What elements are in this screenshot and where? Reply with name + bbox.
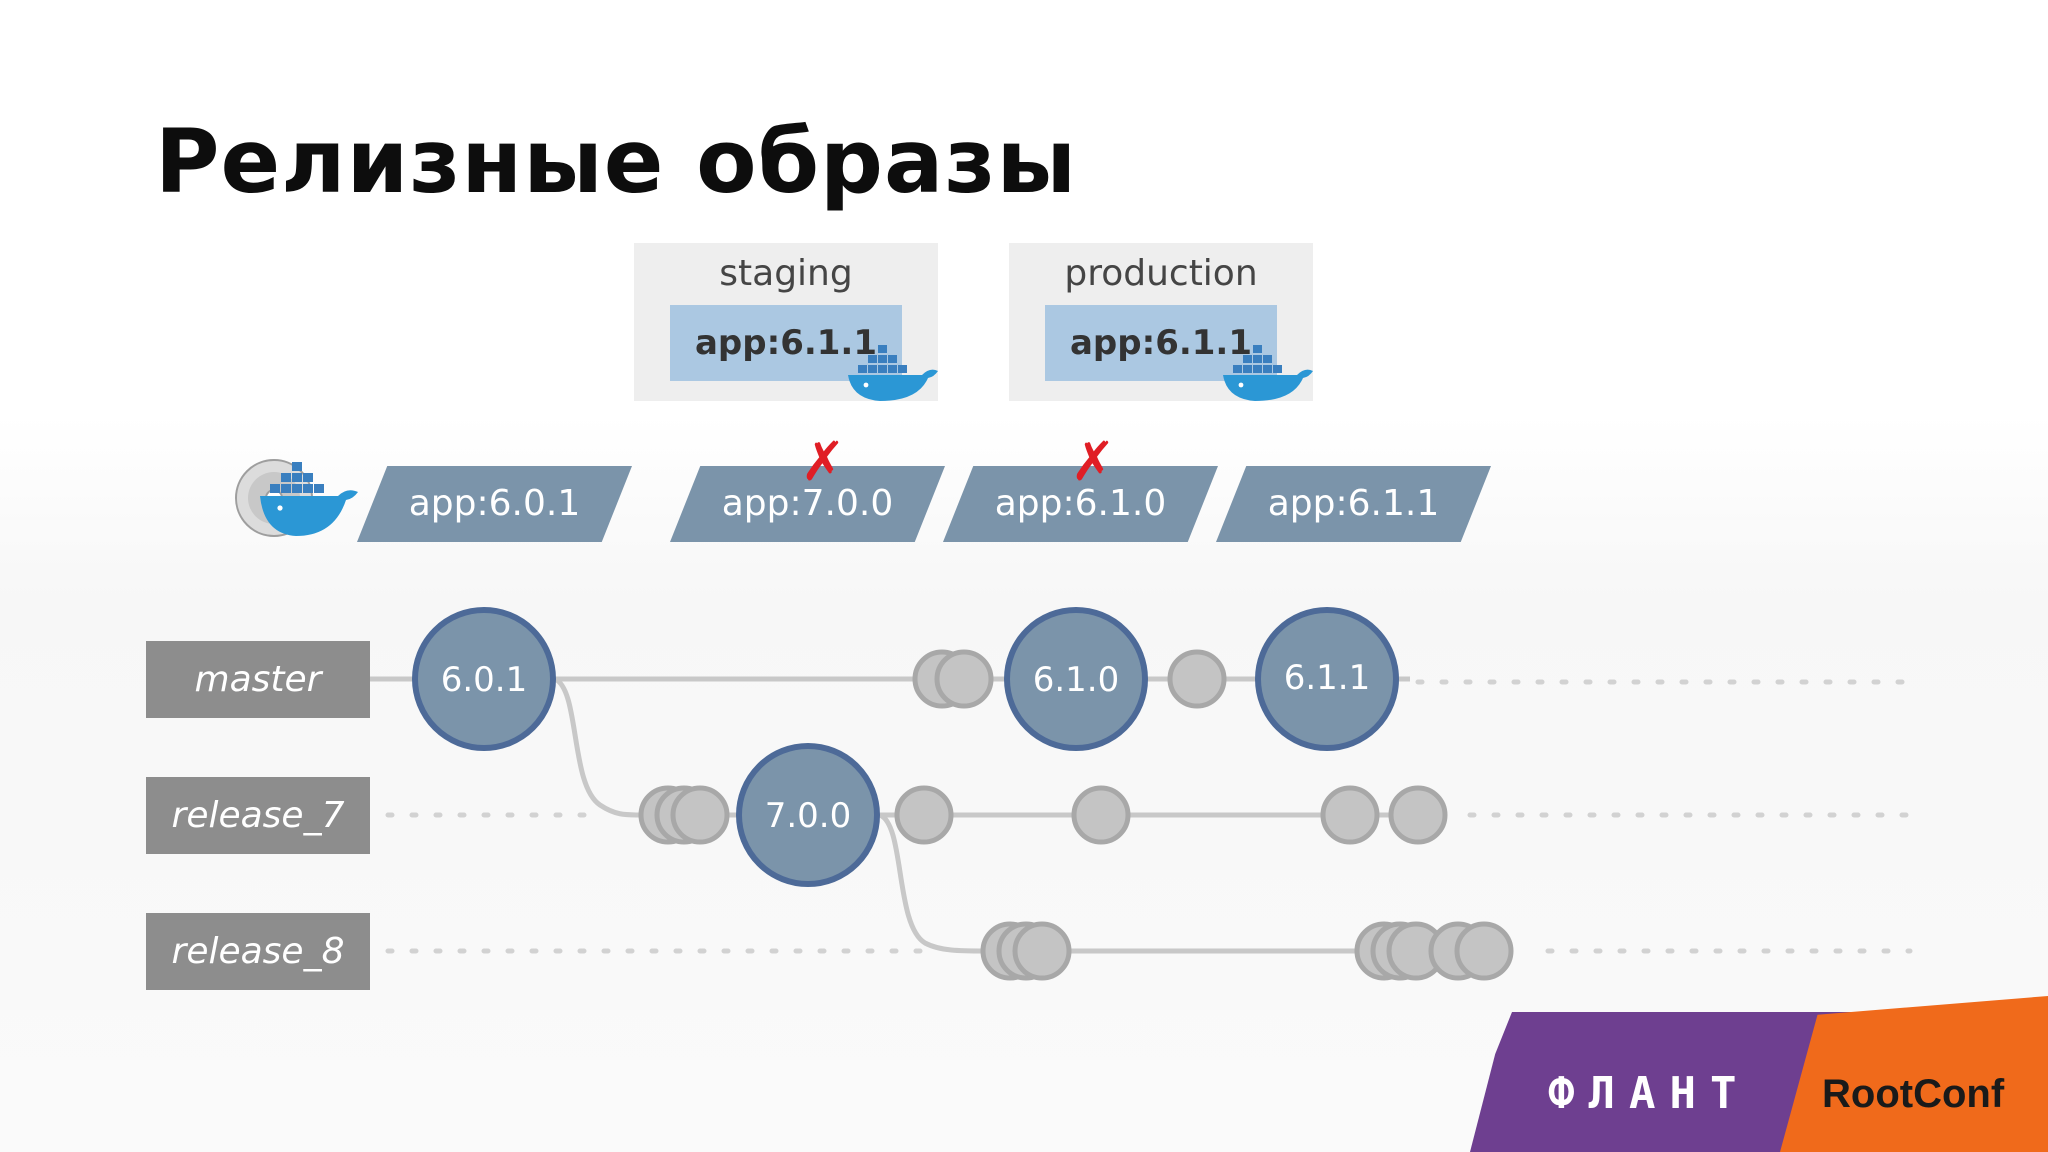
docker-registry-icon bbox=[235, 459, 358, 537]
docker-whale-icon bbox=[1223, 345, 1313, 401]
tag-label: app:6.0.1 bbox=[408, 483, 581, 524]
commit bbox=[894, 785, 954, 845]
release-label: 7.0.0 bbox=[765, 796, 852, 836]
tag-label: app:7.0.0 bbox=[721, 483, 894, 524]
env-production: production app:6.1.1 bbox=[1009, 243, 1313, 401]
commit bbox=[1454, 921, 1514, 981]
commit bbox=[1388, 785, 1448, 845]
registry-tag: app:7.0.0 bbox=[670, 466, 945, 542]
tag-background bbox=[357, 466, 632, 542]
branch-label-release-7: release_7 bbox=[146, 777, 370, 854]
registry-tag: app:6.1.1 bbox=[1216, 466, 1491, 542]
registry-tag: app:6.1.0 bbox=[943, 466, 1218, 542]
env-staging-label: staging bbox=[719, 253, 853, 294]
branch-label-release-8: release_8 bbox=[146, 913, 370, 990]
env-production-label: production bbox=[1064, 253, 1258, 294]
docker-whale-icon bbox=[848, 345, 938, 401]
release-label: 6.0.1 bbox=[441, 660, 528, 700]
slide-title: Релизные образы bbox=[155, 110, 1078, 213]
commit bbox=[1320, 785, 1380, 845]
removed-cross-icon: ✗ bbox=[800, 430, 846, 493]
tag-label: app:6.1.1 bbox=[1267, 483, 1440, 524]
rootconf-logo-background bbox=[1780, 996, 2048, 1152]
branch-fork-release-7 bbox=[553, 676, 641, 818]
registry-tag: app:6.0.1 bbox=[357, 466, 632, 542]
release-commit-6-1-0 bbox=[1004, 607, 1148, 751]
rootconf-logo: RootConf bbox=[1822, 1072, 2005, 1116]
commit bbox=[1167, 649, 1227, 709]
release-commit-6-1-1 bbox=[1255, 607, 1399, 751]
tag-background bbox=[1216, 466, 1491, 542]
tag-label: app:6.1.0 bbox=[994, 483, 1167, 524]
tag-background bbox=[943, 466, 1218, 542]
branch-label-master: master bbox=[146, 641, 370, 718]
removed-cross-icon: ✗ bbox=[1070, 430, 1116, 493]
commit bbox=[1012, 921, 1072, 981]
env-staging: staging app:6.1.1 bbox=[634, 243, 938, 401]
release-commit-7-0-0 bbox=[736, 743, 880, 887]
commit bbox=[670, 785, 730, 845]
flant-logo: ФЛАНТ bbox=[1548, 1068, 1751, 1119]
branch-fork-release-8 bbox=[878, 812, 986, 954]
tag-background bbox=[670, 466, 945, 542]
release-label: 6.1.0 bbox=[1033, 660, 1120, 700]
release-commit-6-0-1 bbox=[412, 607, 556, 751]
release-label: 6.1.1 bbox=[1284, 658, 1371, 698]
commit bbox=[1071, 785, 1131, 845]
commit bbox=[934, 649, 994, 709]
